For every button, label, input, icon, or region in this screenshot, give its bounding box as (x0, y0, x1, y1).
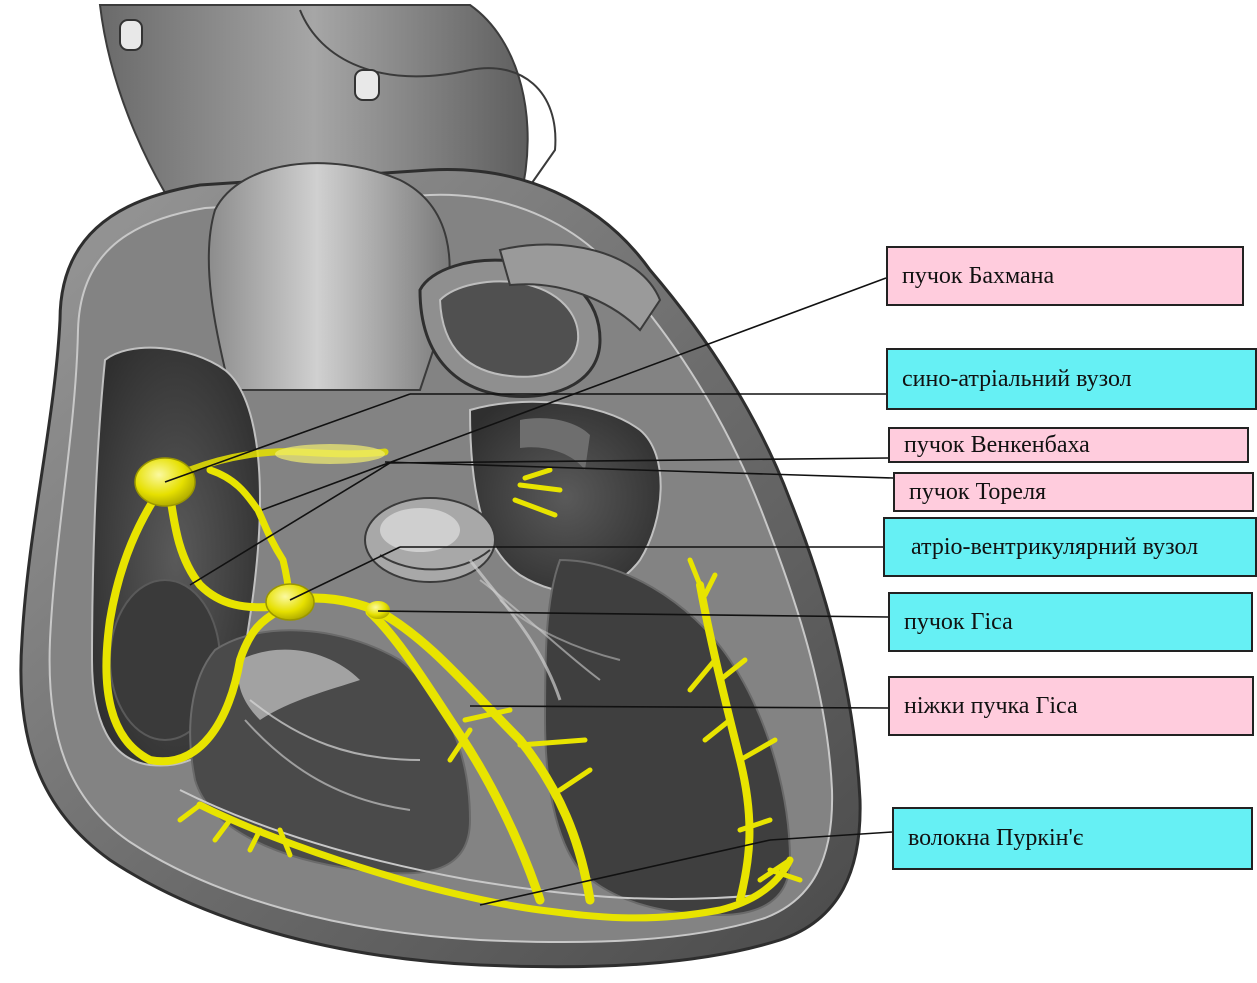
label-bundle-branches: ніжки пучка Гіса (888, 676, 1254, 736)
label-bundle-branches-text: ніжки пучка Гіса (904, 693, 1078, 719)
label-wenckebach-bundle: пучок Венкенбаха (888, 427, 1249, 463)
label-sa-node: сино-атріальний вузол (886, 348, 1257, 410)
label-his-bundle: пучок Гіса (888, 592, 1253, 652)
label-purkinje-fibers: волокна Пуркін'є (892, 807, 1253, 870)
label-sa-text: сино-атріальний вузол (902, 366, 1132, 392)
av-node (266, 584, 314, 620)
label-purkinje-text: волокна Пуркін'є (908, 825, 1083, 851)
label-wenckebach-text: пучок Венкенбаха (904, 432, 1090, 458)
bachmann-glow (275, 444, 385, 464)
label-thorel-bundle: пучок Тореля (893, 472, 1254, 512)
label-bachmann-text: пучок Бахмана (902, 263, 1054, 289)
his-node (366, 601, 390, 619)
label-thorel-text: пучок Тореля (909, 479, 1046, 505)
label-his-text: пучок Гіса (904, 609, 1013, 635)
label-av-node: атріо-вентрикулярний вузол (883, 517, 1257, 577)
label-av-text: атріо-вентрикулярний вузол (911, 534, 1198, 560)
label-bachmann-bundle: пучок Бахмана (886, 246, 1244, 306)
